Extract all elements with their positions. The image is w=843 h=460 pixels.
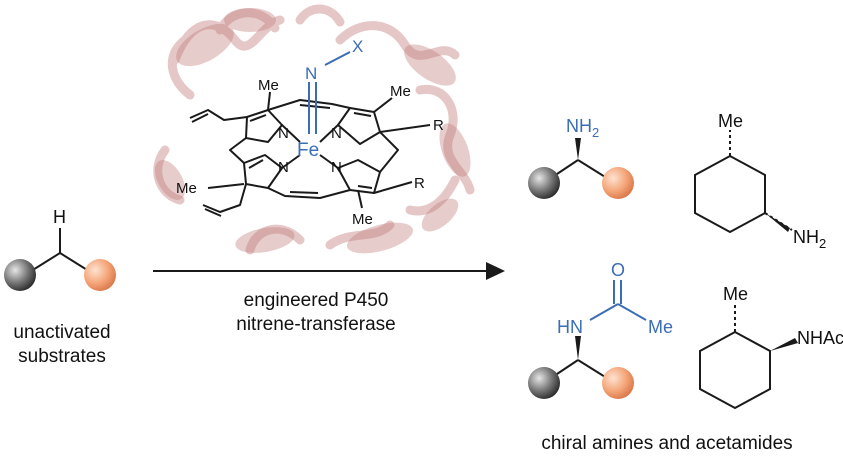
amine-orange-ball [602,167,634,199]
cyclohexyl-amide-me: Me [723,284,748,304]
acetamide-product [528,280,647,399]
me-label-bottom: Me [352,211,373,228]
substrate-orange-ball [84,259,116,291]
cyclohexyl-amide-nhac: NHAc [797,328,843,348]
pyrrole-n-a: N [278,125,289,142]
me-label-top-right: Me [390,83,411,100]
cyclohexyl-amine-me: Me [718,111,743,131]
amine-product: NH2 [528,116,634,199]
porphyrin-skeleton [189,91,431,217]
substrate-caption-line1: unactivated [13,322,110,343]
pyrrole-n-b: N [331,125,342,142]
substrate-caption-line2: substrates [18,346,106,367]
enzyme-label-line1: engineered P450 [244,290,389,311]
nitrene-x-label: X [352,37,363,56]
amide-me-label: Me [648,317,673,337]
cyclohexyl-amine-nh2: NH2 [793,227,826,251]
amide-hn-label: HN [557,317,583,337]
me-label-left: Me [176,180,197,197]
substrate-gray-ball [4,259,36,291]
pyrrole-n-d: N [278,159,289,176]
heme-labels: N X Fe N N N N Me Me Me Me R R [176,37,444,228]
acetamide-gray-ball [528,367,560,399]
cyclohexyl-amide-product [699,305,798,410]
protein-helices [154,8,471,254]
nitrene-n-label: N [305,64,317,83]
cyclohexyl-amine-product [694,130,793,234]
amine-nh2-label: NH2 [566,116,599,140]
substrate-structure: H [4,207,116,291]
nitrene-bond [308,51,351,134]
protein-cartoon [153,4,475,255]
amine-gray-ball [528,167,560,199]
substrate-h-label: H [53,207,66,227]
iron-label: Fe [297,140,319,161]
pyrrole-n-c: N [331,159,342,176]
amide-o-label: O [611,260,625,280]
r-label-top: R [433,117,444,134]
reaction-arrow [153,262,505,280]
me-label-top-left: Me [258,77,279,94]
enzyme-label-line2: nitrene-transferase [236,314,395,335]
r-label-bottom: R [414,175,425,192]
products-caption: chiral amines and acetamides [541,433,792,454]
acetamide-orange-ball [602,367,634,399]
